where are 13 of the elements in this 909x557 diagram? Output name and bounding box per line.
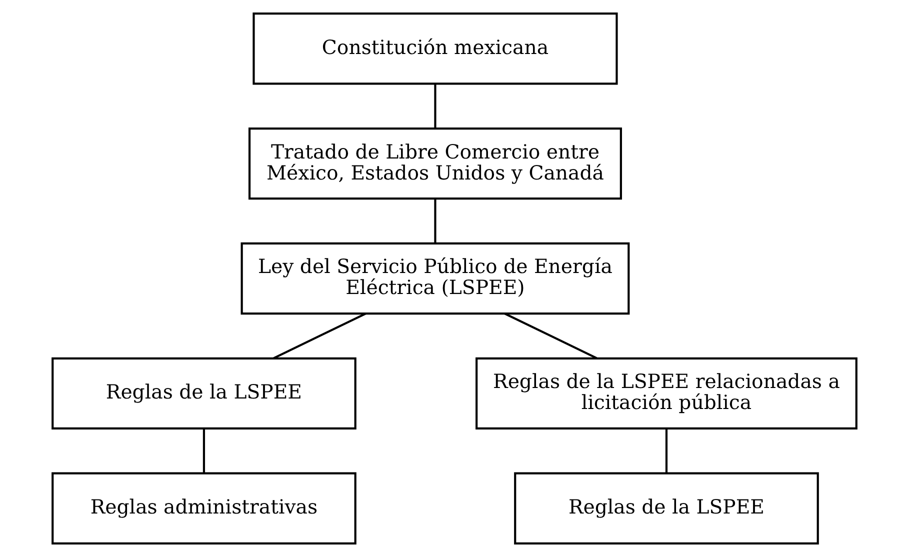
node-box: Constitución mexicana bbox=[252, 12, 618, 85]
connector bbox=[202, 428, 206, 473]
connector bbox=[665, 428, 668, 473]
node-box: Ley del Servicio Público de Energía Eléctrica (LSPEE) bbox=[240, 242, 630, 315]
node-box: Reglas de la LSPEE bbox=[52, 357, 356, 430]
node-box: Reglas de la LSPEE relacionadas a licitación pública bbox=[476, 357, 858, 430]
node-box: Tratado de Libre Comercio entre México, Estados Unidos y Canadá bbox=[248, 127, 622, 200]
connector bbox=[273, 312, 366, 360]
node-box: Reglas de la LSPEE bbox=[514, 472, 819, 544]
node-box: Reglas administrativas bbox=[52, 472, 356, 544]
connector bbox=[434, 198, 436, 244]
connector bbox=[504, 312, 598, 360]
connector bbox=[434, 84, 436, 128]
